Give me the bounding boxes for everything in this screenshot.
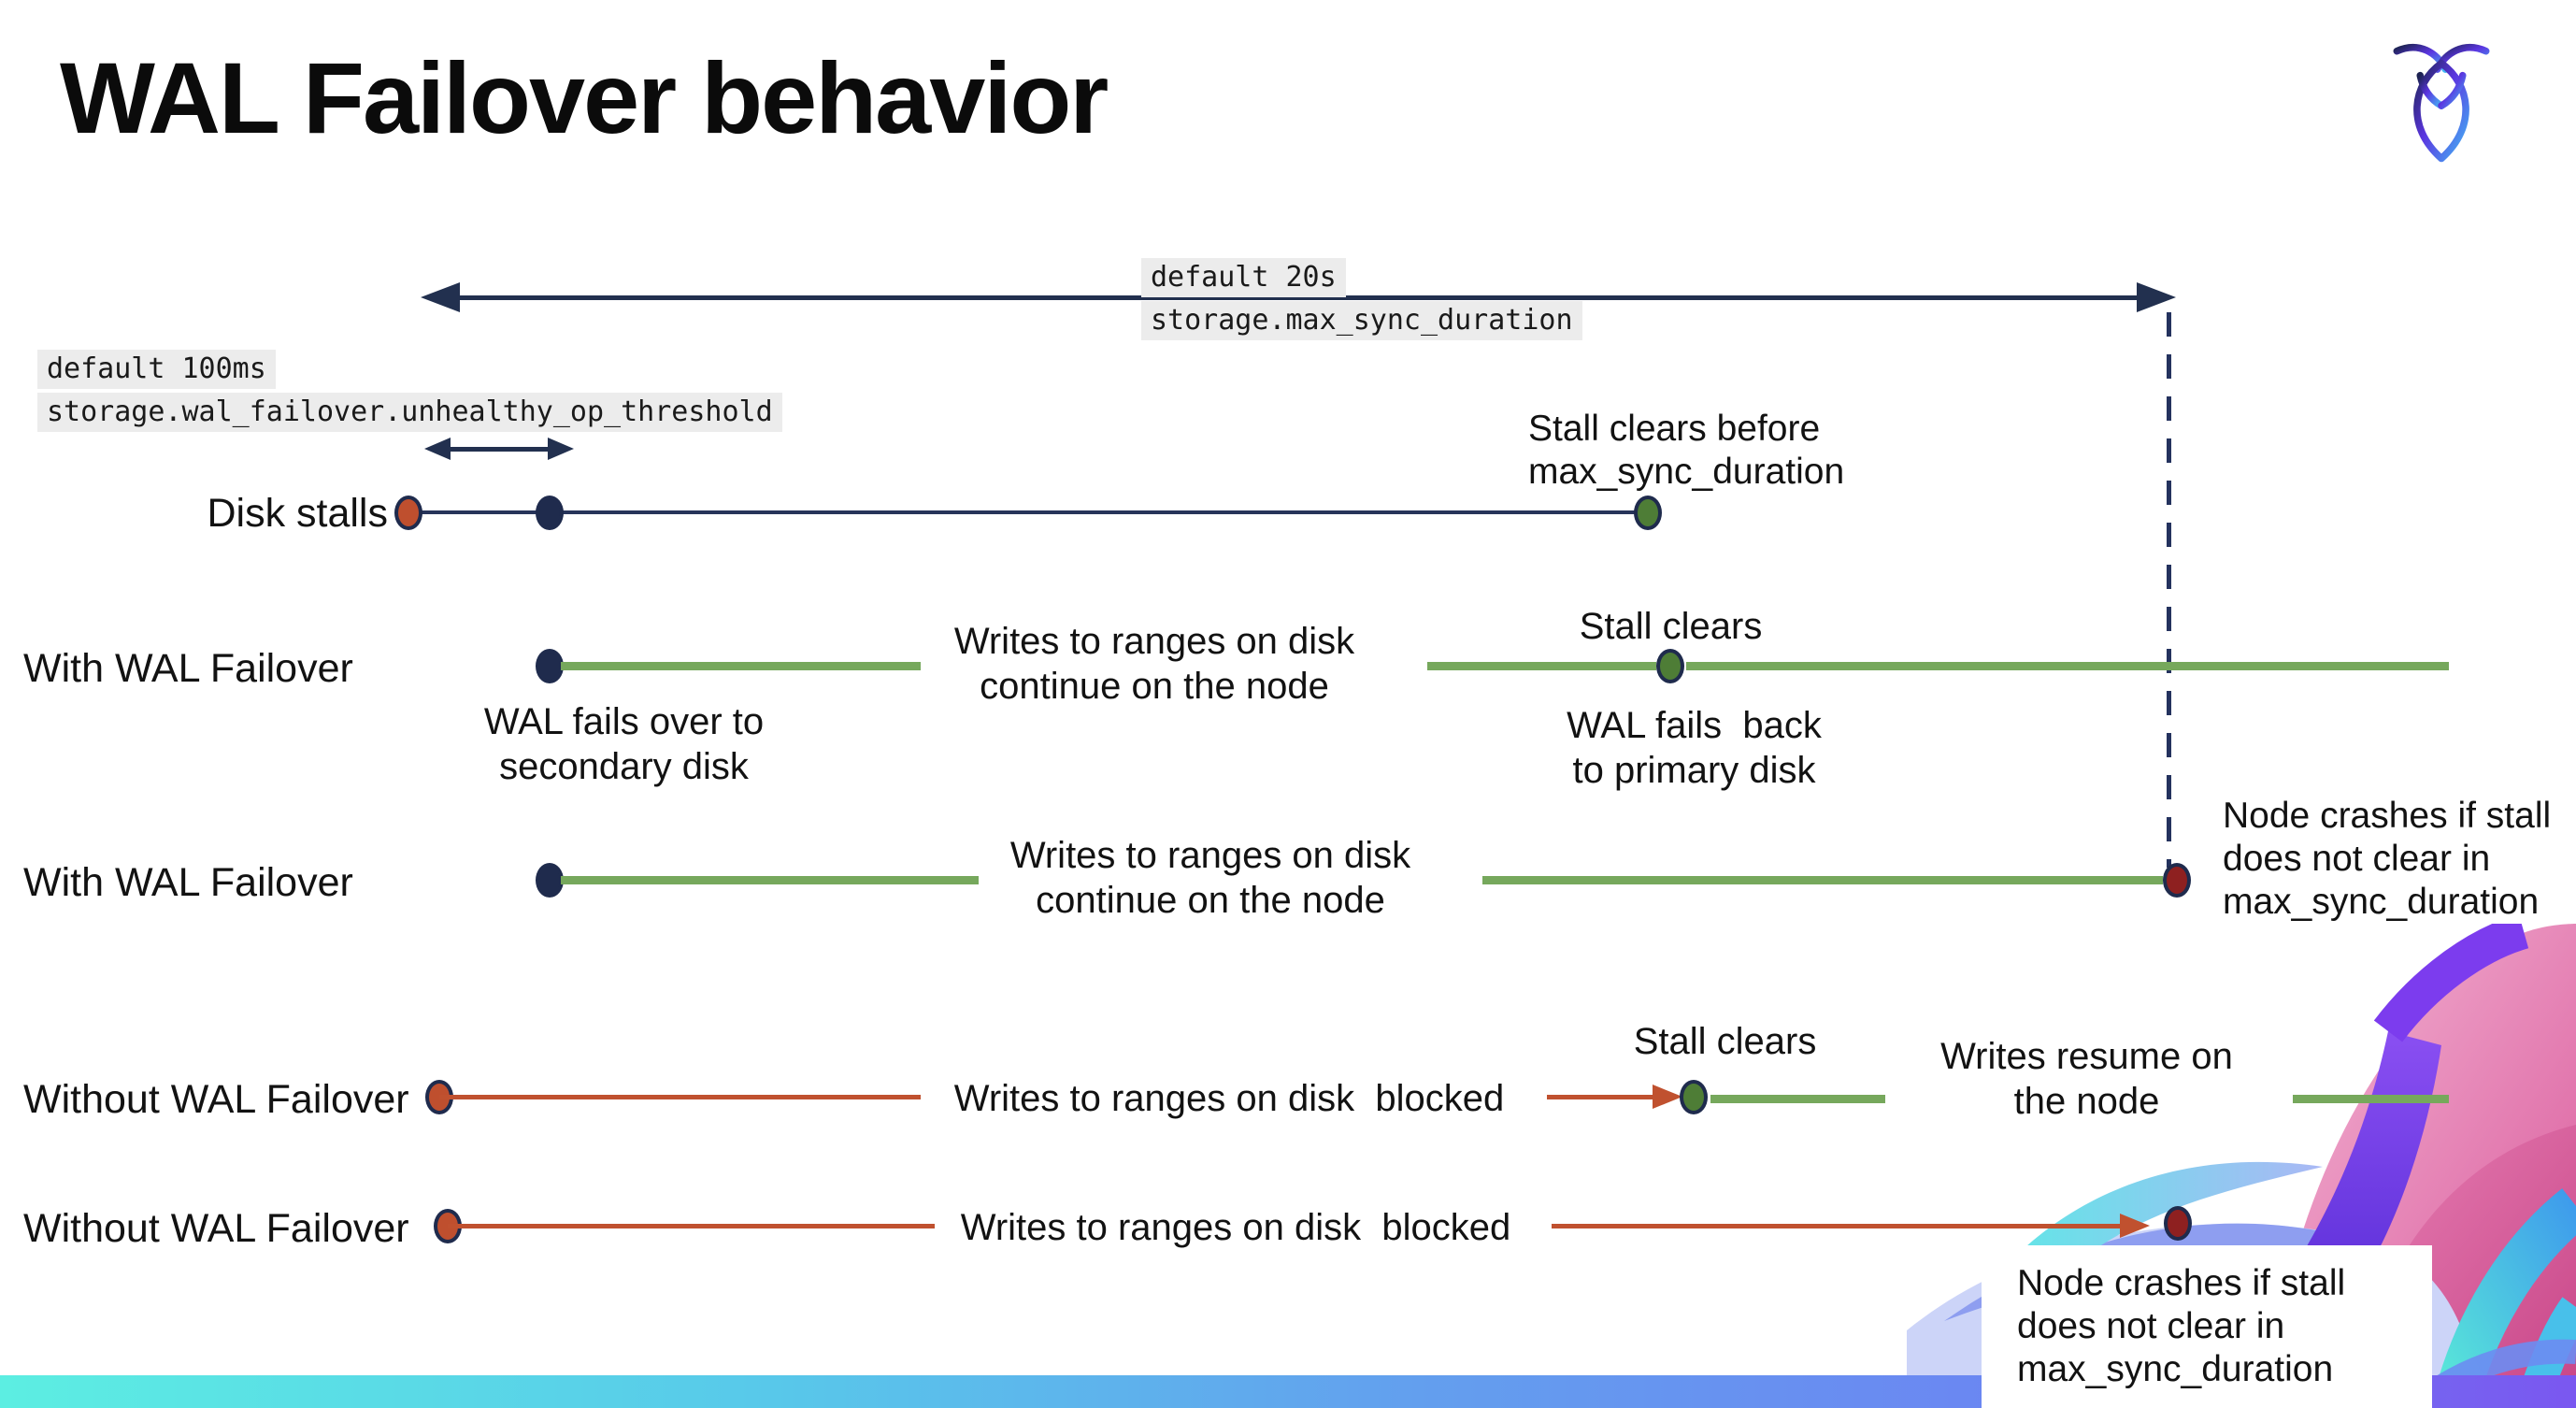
node-crash-dot: [2164, 1206, 2192, 1241]
writes-blocked-line: [1547, 1095, 1657, 1099]
row-without-wal-failover-label: Without WAL Failover: [23, 1206, 409, 1251]
max-sync-setting-label: storage.max_sync_duration: [1141, 301, 1582, 340]
stall-clears-before-note: Stall clears before max_sync_duration: [1528, 409, 1845, 492]
wal-fails-back-note: WAL fails back to primary disk: [1567, 705, 1822, 791]
node-crash-dot: [2163, 863, 2191, 898]
max-sync-duration-arrow: [447, 295, 2139, 300]
writes-resume-line: [1710, 1095, 1885, 1103]
writes-resume-note: Writes resume on the node: [1940, 1036, 2233, 1122]
writes-continue-line: [561, 876, 979, 884]
writes-blocked-line: [448, 1224, 935, 1228]
threshold-dot: [536, 496, 564, 530]
writes-continue-note: Writes to ranges on disk continue on the…: [1009, 835, 1411, 921]
disk-stall-timeline: [408, 510, 1648, 514]
writes-continue-line: [1686, 662, 2449, 670]
writes-resume-line: [2293, 1095, 2449, 1103]
node-crash-note: Node crashes if stall does not clear in …: [2223, 796, 2552, 922]
unhealthy-op-setting-label: storage.wal_failover.unhealthy_op_thresh…: [37, 393, 782, 432]
unhealthy-op-default-label: default 100ms: [37, 350, 276, 389]
arrow-left-icon: [424, 438, 451, 460]
writes-blocked-note: Writes to ranges on disk blocked: [960, 1207, 1511, 1248]
node-crash-note: Node crashes if stall does not clear in …: [2017, 1263, 2346, 1389]
arrow-right-icon: [1653, 1085, 1682, 1109]
arrow-right-icon: [548, 438, 574, 460]
row-without-wal-failover-label: Without WAL Failover: [23, 1077, 409, 1122]
max-sync-deadline-dashed-line: [2167, 312, 2171, 868]
stall-clears-dot: [1656, 649, 1684, 683]
stall-clears-dot: [1634, 496, 1662, 530]
page-title: WAL Failover behavior: [60, 41, 1109, 154]
stall-clears-label: Stall clears: [1579, 606, 1763, 647]
arrow-left-icon: [421, 282, 460, 312]
stall-clears-label: Stall clears: [1633, 1021, 1817, 1062]
failover-dot: [536, 863, 564, 898]
stall-start-dot: [394, 496, 422, 530]
row-with-wal-failover-label: With WAL Failover: [23, 860, 353, 905]
crash-note-card: [1982, 1245, 2432, 1408]
arrow-right-icon: [2120, 1214, 2150, 1238]
writes-continue-line: [561, 662, 921, 670]
cockroachdb-logo: [2393, 43, 2490, 163]
writes-blocked-line: [1552, 1224, 2124, 1228]
stall-clears-dot: [1680, 1080, 1708, 1114]
unhealthy-op-threshold-arrow: [447, 447, 551, 452]
writes-continue-line: [1427, 662, 1656, 670]
max-sync-default-label: default 20s: [1141, 258, 1346, 297]
row-with-wal-failover-label: With WAL Failover: [23, 646, 353, 691]
writes-continue-note: Writes to ranges on disk continue on the…: [953, 621, 1355, 707]
writes-blocked-line: [439, 1095, 921, 1099]
failover-dot: [536, 649, 564, 683]
row-disk-stalls-label: Disk stalls: [207, 491, 388, 536]
wal-fails-over-note: WAL fails over to secondary disk: [483, 701, 765, 787]
writes-blocked-note: Writes to ranges on disk blocked: [953, 1078, 1505, 1119]
writes-continue-line: [1482, 876, 2163, 884]
arrow-right-icon: [2137, 282, 2176, 312]
